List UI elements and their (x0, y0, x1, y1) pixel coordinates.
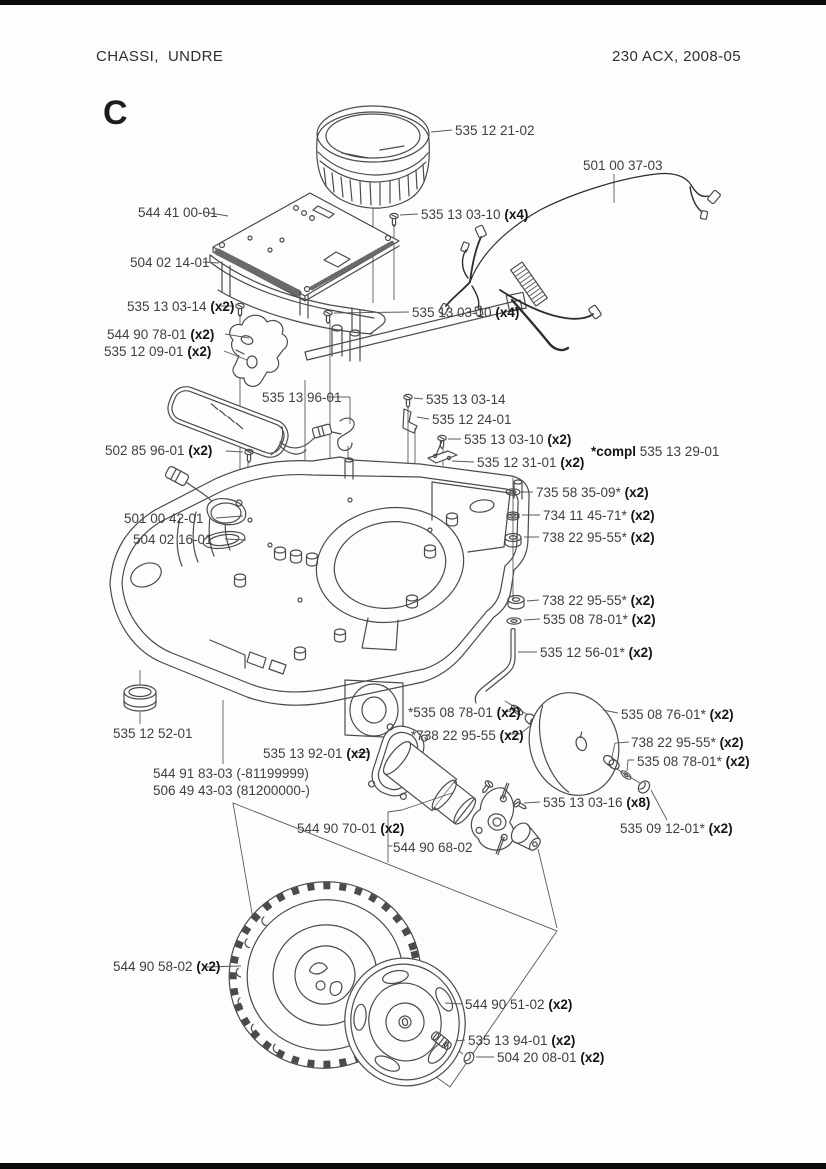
page-top-edge (0, 0, 826, 5)
part-label: 501 00 42-01 (124, 511, 204, 526)
part-label: 535 13 94-01 (x2) (468, 1033, 576, 1048)
part-label: 535 08 78-01* (x2) (637, 754, 750, 769)
part-label: 535 13 92-01 (x2) (263, 746, 371, 761)
backdrop-sheet (232, 802, 558, 1088)
gearbox-flange-part (470, 782, 515, 855)
model-revision: 230 ACX, 2008-05 (612, 48, 741, 65)
chassis-body-part (109, 456, 530, 739)
circuit-board-part (212, 192, 400, 302)
axle-rod-part (474, 629, 512, 704)
plug-cap-part (123, 684, 157, 712)
coupling-hub-part (510, 822, 541, 851)
wheel-motor-part (382, 741, 541, 863)
ribbed-cup-part (316, 105, 430, 209)
part-label: 544 41 00-01 (138, 205, 218, 220)
part-label: 535 13 03-10 (x4) (412, 305, 520, 320)
part-label: 738 22 95-55* (x2) (542, 530, 655, 545)
part-label: 535 12 56-01* (x2) (540, 645, 653, 660)
part-label: 535 13 03-10 (x2) (464, 432, 572, 447)
part-label: 544 90 51-02 (x2) (465, 997, 573, 1012)
part-label: 735 58 35-09* (x2) (536, 485, 649, 500)
part-label: 535 13 03-16 (x8) (543, 795, 651, 810)
part-label: 535 12 31-01 (x2) (477, 455, 585, 470)
document-title: CHASSI, UNDRE (96, 48, 224, 65)
part-label: 501 00 37-03 (583, 158, 663, 173)
label-leader-lines (202, 129, 668, 1058)
part-label: 738 22 95-55* (x2) (542, 593, 655, 608)
section-letter: C (103, 94, 128, 132)
s-hook-part (337, 417, 355, 451)
part-label: 544 90 78-01 (x2) (107, 327, 215, 342)
part-label: 504 20 08-01 (x2) (497, 1050, 605, 1065)
part-label: 504 02 14-01 (130, 255, 210, 270)
part-label: 544 91 83-03 (-81199999) (153, 766, 309, 781)
part-label: 504 02 16-01 (133, 532, 213, 547)
plate-part (427, 450, 458, 464)
part-label: 734 11 45-71* (x2) (543, 508, 655, 523)
mounting-bracket-part (229, 314, 288, 387)
wiring-harness-part (438, 172, 721, 352)
part-label: 535 13 96-01 (262, 390, 342, 405)
part-label: 544 90 68-02 (393, 840, 473, 855)
part-label: 535 13 03-14 (426, 392, 506, 407)
part-label: 535 12 24-01 (432, 412, 512, 427)
clip-bracket-part (402, 408, 418, 434)
cable-part (279, 423, 342, 455)
small-fasteners (235, 212, 458, 464)
part-label: 544 90 70-01 (x2) (297, 821, 405, 836)
hub-washer-part (463, 1051, 475, 1065)
part-label: 535 13 03-14 (x2) (127, 299, 235, 314)
page-bottom-edge (0, 1163, 826, 1169)
part-label: 738 22 95-55* (x2) (631, 735, 744, 750)
part-label: 506 49 43-03 (81200000-) (153, 783, 310, 798)
rubber-wheel-part (528, 692, 620, 796)
part-label: *compl 535 13 29-01 (591, 444, 720, 459)
part-label: *738 22 95-55 (x2) (411, 728, 524, 743)
part-label: 535 09 12-01* (x2) (620, 821, 733, 836)
part-label: *535 08 78-01 (x2) (408, 705, 521, 720)
part-label: 535 08 76-01* (x2) (621, 707, 734, 722)
part-label: 535 12 21-02 (455, 123, 535, 138)
part-label: 502 85 96-01 (x2) (105, 443, 213, 458)
part-label: 535 12 52-01 (113, 726, 193, 741)
rear-wheel-parts (509, 692, 651, 796)
cover-plate-part (167, 386, 355, 458)
chassis-upper-frame-part (209, 254, 527, 362)
part-label: 535 12 09-01 (x2) (104, 344, 212, 359)
part-label: 535 13 03-10 (x4) (421, 207, 529, 222)
part-label: 535 08 78-01* (x2) (543, 612, 656, 627)
hub-screw-part (430, 1031, 475, 1065)
washer-stack-parts (474, 477, 525, 704)
part-label: 544 90 58-02 (x2) (113, 959, 221, 974)
